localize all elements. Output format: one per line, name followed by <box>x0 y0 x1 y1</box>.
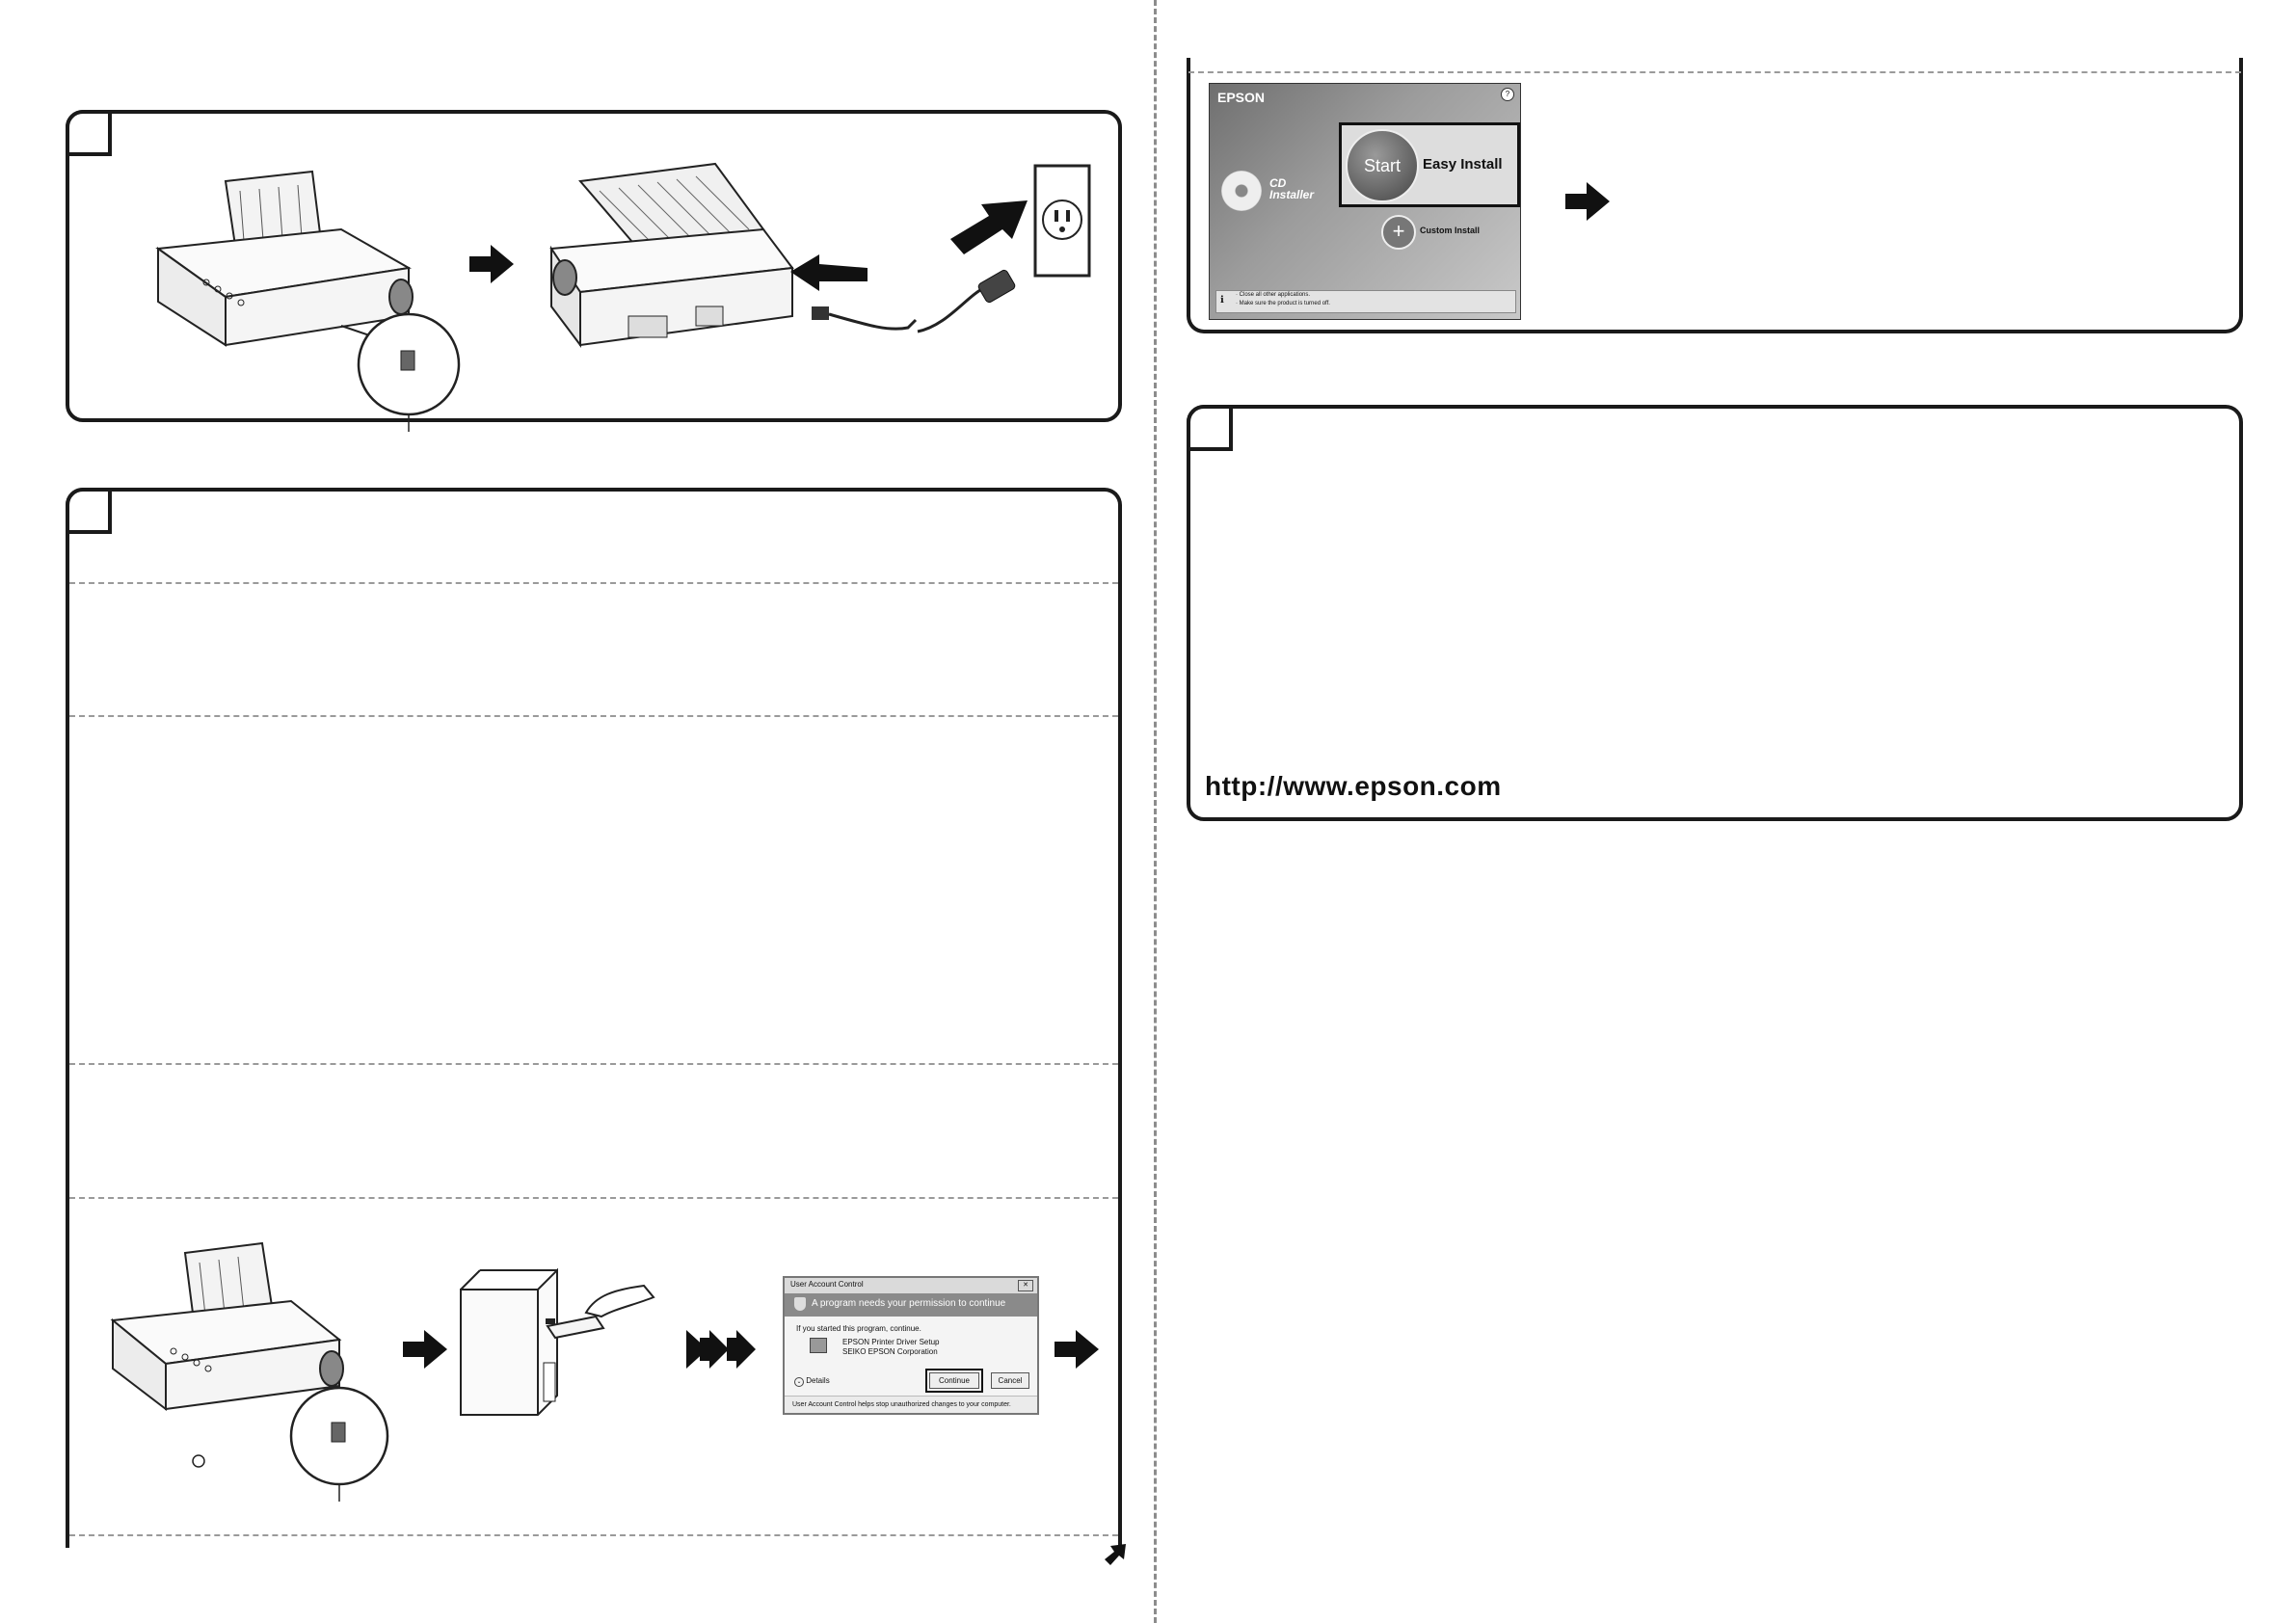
easy-install-label: Easy Install <box>1423 156 1503 173</box>
custom-install-button[interactable]: + Custom Install <box>1381 215 1516 250</box>
triple-arrow-icon <box>686 1330 756 1369</box>
printer-power-switch-illustration <box>110 1241 389 1502</box>
arrow-right-icon <box>469 245 514 283</box>
wall-outlet-icon <box>1033 164 1091 278</box>
computer-cd-illustration <box>460 1267 655 1416</box>
step-number-box <box>66 110 112 156</box>
info-icon: ℹ <box>1220 295 1224 306</box>
section-divider <box>69 715 1118 717</box>
uac-banner-text: A program needs your permission to conti… <box>812 1298 1006 1309</box>
uac-started-text: If you started this program, continue. <box>796 1324 921 1333</box>
installer-note-bar: ℹ · Close all other applications. · Make… <box>1215 290 1516 313</box>
fold-line <box>1154 0 1157 1623</box>
custom-install-label: Custom Install <box>1420 226 1481 235</box>
easy-install-button[interactable]: Start Easy Install <box>1339 122 1520 207</box>
section-divider <box>69 1534 1118 1536</box>
help-icon[interactable]: ? <box>1501 88 1514 101</box>
arrow-up-right-icon <box>950 200 1028 254</box>
support-url-link[interactable]: http://www.epson.com <box>1205 771 1502 801</box>
cd-disc-icon <box>1221 171 1262 211</box>
printer-rear-illustration <box>549 162 794 348</box>
plus-icon: + <box>1381 215 1416 250</box>
uac-title: User Account Control <box>790 1280 864 1289</box>
uac-footer: User Account Control helps stop unauthor… <box>785 1396 1037 1413</box>
uac-dialog: User Account Control ✕ A program needs y… <box>783 1276 1039 1415</box>
step-number-box <box>1187 405 1233 451</box>
step-number-box <box>66 488 112 534</box>
section-divider <box>69 1063 1118 1065</box>
step-panel-support <box>1187 405 2243 821</box>
start-circle: Start <box>1346 129 1419 202</box>
arrow-right-icon <box>1565 182 1610 221</box>
step-panel-power <box>66 110 1122 432</box>
section-divider <box>69 582 1118 584</box>
uac-publisher: SEIKO EPSON Corporation <box>842 1347 938 1356</box>
program-icon <box>810 1338 827 1353</box>
cd-label-line2: Installer <box>1269 188 1315 201</box>
uac-program-name: EPSON Printer Driver Setup <box>842 1338 940 1346</box>
details-label: Details <box>806 1376 830 1385</box>
arrow-left-icon <box>790 254 868 291</box>
note-line-1: · Close all other applications. <box>1236 292 1311 298</box>
note-line-2: · Make sure the product is turned off. <box>1236 301 1330 306</box>
chevron-down-icon: ⌄ <box>794 1377 804 1387</box>
start-label: Start <box>1363 156 1401 175</box>
shield-icon <box>794 1297 806 1311</box>
cd-installer-screen: EPSON ? CD Installer Start Easy Install … <box>1209 83 1521 320</box>
uac-footer-text: User Account Control helps stop unauthor… <box>792 1401 1011 1408</box>
details-toggle[interactable]: ⌄ Details <box>794 1376 830 1387</box>
cd-label-line1: CD <box>1269 176 1287 190</box>
section-divider <box>69 1197 1118 1199</box>
close-icon[interactable]: ✕ <box>1018 1280 1033 1291</box>
continue-button[interactable]: Continue <box>925 1369 983 1393</box>
arrow-right-icon <box>403 1330 447 1369</box>
continue-arrow-icon <box>1105 1544 1126 1565</box>
uac-banner: A program needs your permission to conti… <box>785 1293 1037 1317</box>
section-divider <box>1188 71 2241 73</box>
cancel-button[interactable]: Cancel <box>991 1372 1029 1389</box>
printer-front-illustration <box>155 170 461 432</box>
arrow-right-icon <box>1055 1330 1099 1369</box>
power-cable-illustration <box>812 269 1016 333</box>
uac-title-bar: User Account Control ✕ <box>785 1278 1037 1294</box>
epson-logo: EPSON <box>1217 90 1266 105</box>
